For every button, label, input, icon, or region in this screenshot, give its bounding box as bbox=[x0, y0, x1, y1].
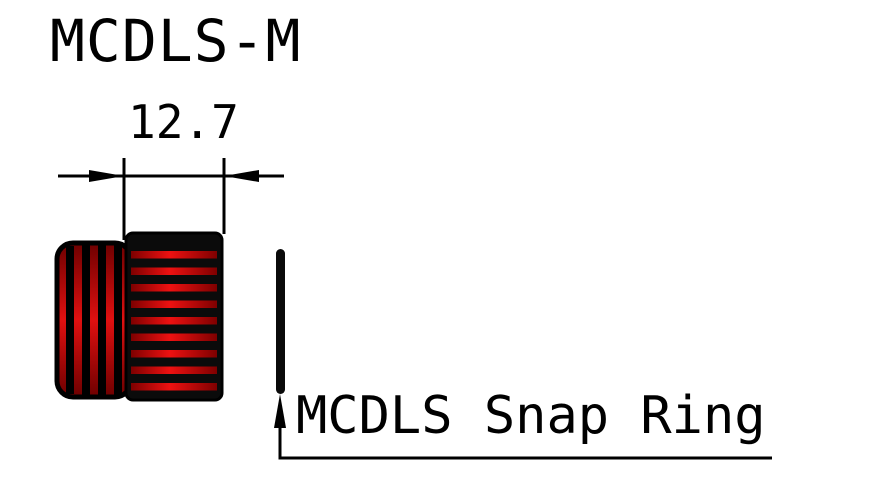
thread-groove bbox=[98, 244, 106, 396]
leader-line bbox=[278, 424, 772, 460]
snap-ring bbox=[276, 249, 285, 394]
dimension-lines bbox=[58, 158, 284, 240]
thread-groove bbox=[66, 246, 74, 394]
dimension-arrowhead-right-icon bbox=[224, 170, 259, 182]
knurl-ridges bbox=[131, 251, 217, 391]
dimension-arrowhead-left-icon bbox=[89, 170, 124, 182]
dimension-value: 12.7 bbox=[128, 95, 239, 149]
leader-arrowhead-up-icon bbox=[274, 394, 286, 428]
snap-ring-label: MCDLS Snap Ring bbox=[296, 386, 766, 446]
threaded-shaft bbox=[54, 240, 134, 400]
thread-groove bbox=[82, 244, 90, 396]
knurled-head bbox=[124, 231, 224, 402]
part-title: MCDLS-M bbox=[50, 7, 302, 75]
thread-groove bbox=[114, 244, 122, 396]
